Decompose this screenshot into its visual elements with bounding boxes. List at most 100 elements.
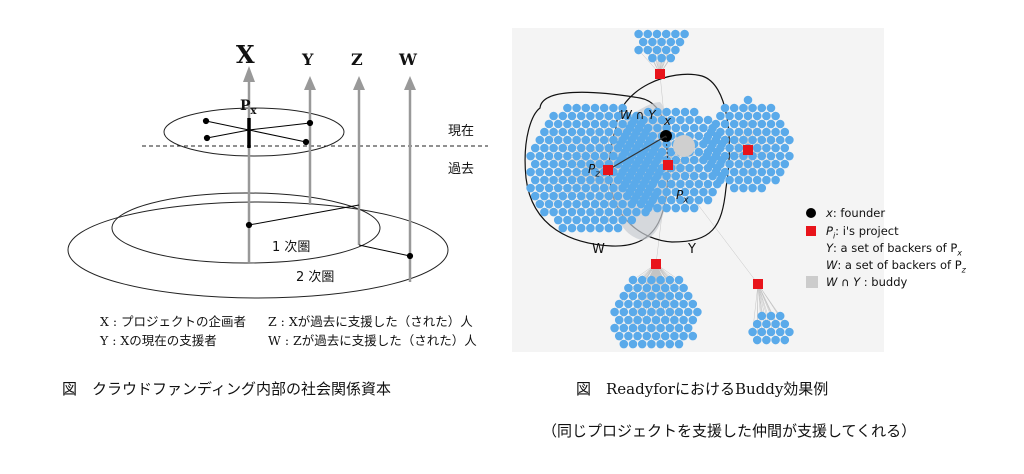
pz-label-sub: z [595,169,600,180]
backer-node-y [639,195,648,205]
backer-node-right [743,111,753,121]
legend-founder-var: x [826,206,833,220]
backer-node-y [703,195,713,205]
backer-node-y [643,107,653,117]
backer-node-w [576,223,586,233]
backer-node-bottom [647,307,656,317]
backer-node-right [739,167,748,177]
backer-node-right [720,135,730,145]
backer-node-y [634,187,644,197]
backer-node-w [530,143,540,153]
backer-node-y [634,171,644,181]
backer-node-y [630,147,639,157]
backer-node-right [734,111,744,121]
backer-node-top [666,53,676,63]
backer-node-w [572,167,581,177]
backer-node-y [653,123,662,133]
legend-y-text: : a set of backers of P [833,241,958,255]
backer-node-top [666,37,676,47]
backer-node-w [544,167,554,177]
legend-founder: x: founder [806,206,885,220]
backer-node-w [581,151,591,161]
backer-node-w [590,167,600,177]
backer-node-bottom [665,323,675,333]
founder-to-pz-link [607,135,667,171]
backer-node-bottom-right [785,327,794,337]
backer-node-y [662,187,671,197]
backer-node-y [694,115,704,125]
backer-node-right [748,183,757,193]
present-links [202,117,314,146]
backer-node-y [689,123,699,133]
backer-node-bottom [683,323,693,333]
backer-node-right [785,135,794,145]
backer-node-w [581,199,591,209]
backer-node-bottom [610,323,619,333]
backer-node-y [625,171,635,181]
backer-node-w [544,183,554,193]
backer-node-w [558,191,568,201]
backer-node-w [618,199,627,209]
backer-node-w [563,103,572,113]
backer-node-y [653,187,662,197]
backer-node-w [535,167,545,177]
backer-node-bottom [656,323,665,333]
backer-node-right [743,95,753,105]
backer-node-y [648,195,658,205]
backer-node-w [572,199,581,209]
backer-node-y [630,179,639,189]
backer-node-w [622,111,632,121]
backer-node-top [648,53,657,63]
backer-node-w [535,199,545,209]
backer-node-w [618,215,627,225]
backer-node-w [544,199,554,209]
backer-node-w [553,215,563,225]
present-ellipse [163,107,345,157]
backer-node-bottom-right [780,335,790,345]
project-node [663,160,673,170]
left-legend-z: Z : Xが過去に支援した（された）人 [268,314,473,329]
backer-node-bottom-right [780,319,790,329]
backer-node-y [671,107,681,117]
legend-project: Pi: i's project [806,224,899,240]
backer-node-bottom [619,307,629,317]
backer-node-w [553,151,563,161]
backer-node-w [558,207,568,217]
backer-node-y [685,163,694,173]
w-region-label: W [592,242,605,257]
project-nodes [603,69,763,289]
backer-node-w [540,175,549,185]
right-caption: 図 ReadyforにおけるBuddy効果例 [576,380,829,398]
backer-node-y [680,123,690,133]
backer-node-w [590,199,600,209]
backer-node-bottom [614,331,624,341]
backer-node-bottom [665,291,675,301]
backer-node-w [572,103,581,113]
backer-node-y [689,187,699,197]
backer-node-w [553,199,563,209]
backer-node-right [757,167,767,177]
left-diagram [67,66,488,299]
axis-z-label: Z [351,50,363,69]
backer-node-right [734,143,744,153]
pz-label: Pz [588,162,600,179]
backer-node-right [739,119,748,129]
backer-node-bottom-right [766,311,776,321]
px-label-main: P [240,98,251,114]
backer-node-w [563,167,572,177]
backer-node-w [581,183,591,193]
backer-node-right [702,135,711,145]
backer-node-y [666,115,676,125]
left-legend-y: Y : Xの現在の支援者 [100,333,217,348]
backer-node-bottom [642,299,652,309]
backer-node-w [544,119,554,129]
backer-node-right [720,119,730,129]
backer-node-y [648,147,658,157]
backer-node-w [604,111,614,121]
backer-node-w [632,207,641,217]
px-label-right-sub: x [683,195,689,206]
backer-node-top [657,53,666,63]
backer-node-right [716,111,725,121]
backer-node-right [716,127,725,137]
backer-node-right [725,175,734,185]
